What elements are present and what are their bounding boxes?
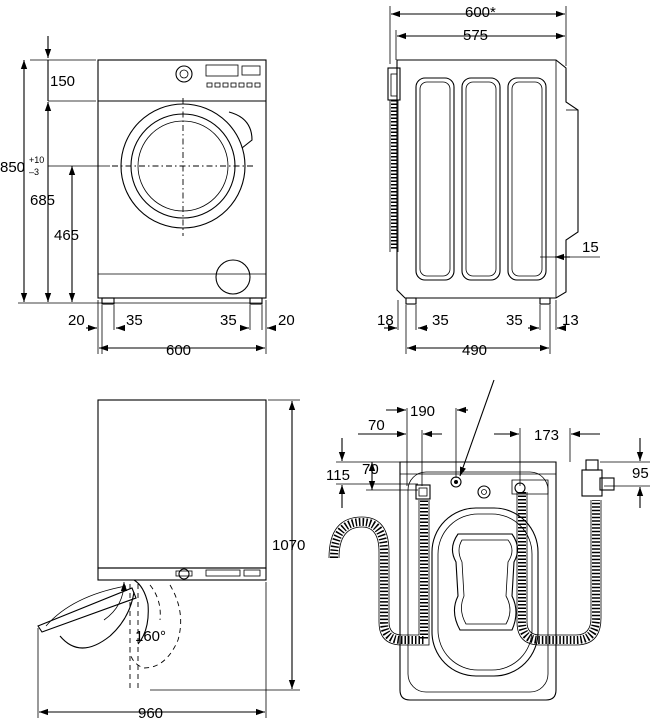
rear-drain-hose xyxy=(328,500,430,646)
front-view: 150 850 +10 –3 685 465 20 35 35 20 600 xyxy=(0,36,295,359)
rear-tap-connector xyxy=(581,459,615,497)
top-dim-door-open-depth: 960 xyxy=(138,705,163,720)
rear-tub xyxy=(431,507,539,677)
rear-dim-70-lower: 70 xyxy=(362,461,379,478)
rear-dim-70-upper: 70 xyxy=(368,417,385,434)
front-dim-door-center: 685 xyxy=(30,192,55,209)
front-dim-foot-left-outer: 20 xyxy=(68,312,85,329)
front-dim-width: 600 xyxy=(166,342,191,359)
rear-cabinet xyxy=(399,461,557,701)
top-dim-total-height: 1070 xyxy=(272,537,305,554)
front-dim-foot-right-inner: 35 xyxy=(220,312,237,329)
top-view: 160° 1070 960 xyxy=(37,399,305,720)
side-view: 600* 575 15 18 35 35 13 490 xyxy=(377,4,600,359)
front-dim-tolerance-minus: –3 xyxy=(29,167,39,177)
top-dim-door-angle: 160° xyxy=(135,628,166,645)
rear-dim-190: 190 xyxy=(410,403,435,420)
side-dim-overall-depth: 600* xyxy=(465,4,496,21)
rear-inlet-hose xyxy=(516,492,602,646)
front-dim-tolerance-plus: +10 xyxy=(29,155,44,165)
side-dim-foot-rear-outer: 13 xyxy=(562,312,579,329)
side-dim-foot-front-inner: 35 xyxy=(432,312,449,329)
front-door xyxy=(112,98,255,236)
front-filter-hatch xyxy=(215,259,251,295)
front-dim-top-offset: 150 xyxy=(50,73,75,90)
top-cabinet xyxy=(97,399,267,569)
front-control-panel xyxy=(175,64,261,88)
front-cabinet xyxy=(97,59,267,299)
rear-view: 190 70 115 70 173 95 xyxy=(326,379,650,701)
side-door-profile xyxy=(387,67,401,101)
front-dim-foot-right-outer: 20 xyxy=(278,312,295,329)
top-open-door xyxy=(37,579,182,690)
rear-dim-115: 115 xyxy=(326,467,350,484)
rear-dim-173: 173 xyxy=(534,427,559,444)
top-control-panel xyxy=(175,568,261,580)
side-dim-foot-front-outer: 18 xyxy=(377,312,394,329)
side-cabinet xyxy=(396,59,579,299)
front-dim-total-height: 850 xyxy=(0,159,25,176)
side-dim-base-depth: 490 xyxy=(462,342,487,359)
front-dim-door-bottom: 465 xyxy=(54,227,79,244)
side-hose xyxy=(389,100,399,252)
rear-dim-95: 95 xyxy=(632,465,649,482)
front-dim-foot-left-inner: 35 xyxy=(126,312,143,329)
side-dim-body-depth: 575 xyxy=(463,27,488,44)
side-dim-rear-offset: 15 xyxy=(582,239,599,256)
side-dim-foot-rear-inner: 35 xyxy=(506,312,523,329)
